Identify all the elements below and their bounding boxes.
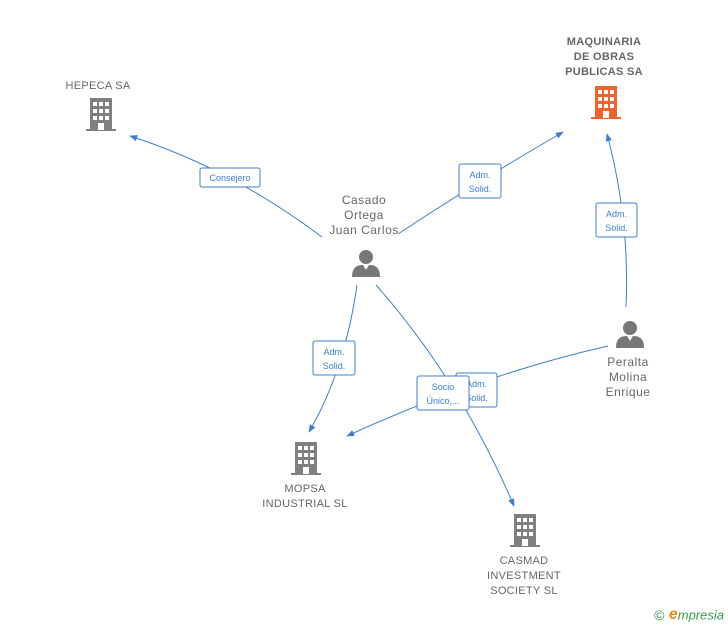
edge-label-adm-solid-casado-mopsa[interactable]: Adm. Solid. bbox=[312, 340, 356, 376]
node-label: SOCIETY SL bbox=[490, 585, 558, 597]
edge-label-text: Socio bbox=[432, 382, 455, 392]
edge-label-adm-solid-casado-maquinaria[interactable]: Adm. Solid. bbox=[458, 163, 502, 199]
empresia-logo[interactable]: © empresia bbox=[654, 606, 724, 624]
edge-label-text: Adm. bbox=[606, 209, 627, 219]
edge-label-text: Consejero bbox=[209, 173, 250, 183]
node-hepeca[interactable]: HEPECA SA bbox=[65, 80, 131, 131]
building-icon bbox=[510, 514, 540, 547]
node-label: Ortega bbox=[344, 208, 384, 222]
copyright-icon: © bbox=[654, 606, 665, 623]
edge-label-text: Adm. bbox=[469, 170, 490, 180]
edge-label-text: Único,... bbox=[426, 396, 459, 406]
edge-label-text: Solid. bbox=[323, 361, 346, 371]
person-icon bbox=[352, 250, 380, 277]
edge-label-text: Solid. bbox=[605, 223, 628, 233]
node-label: PUBLICAS SA bbox=[565, 66, 643, 78]
edge-label-text: Adm. bbox=[466, 379, 487, 389]
edges bbox=[129, 131, 628, 507]
edge-label-text: Solid. bbox=[465, 393, 488, 403]
building-icon bbox=[591, 86, 621, 119]
edge-label-text: Solid. bbox=[469, 184, 492, 194]
edge-label-text: Adm. bbox=[323, 347, 344, 357]
node-label: MAQUINARIA bbox=[567, 36, 642, 48]
brand-name: mpresia bbox=[677, 607, 724, 623]
edge-label-socio-unico[interactable]: Socio Único,... bbox=[416, 375, 470, 411]
node-label: Juan Carlos bbox=[329, 223, 399, 237]
node-maquinaria[interactable]: MAQUINARIA DE OBRAS PUBLICAS SA bbox=[565, 36, 643, 119]
node-label: DE OBRAS bbox=[574, 51, 634, 63]
building-icon bbox=[291, 442, 321, 475]
node-label: CASMAD bbox=[500, 555, 549, 567]
node-label: Casado bbox=[342, 193, 386, 207]
building-icon bbox=[86, 98, 116, 131]
edge-label-consejero[interactable]: Consejero bbox=[199, 167, 261, 188]
person-icon bbox=[616, 321, 644, 348]
node-label: Peralta bbox=[607, 355, 649, 369]
node-label: Enrique bbox=[606, 385, 651, 399]
node-label: Molina bbox=[609, 370, 647, 384]
node-mopsa[interactable]: MOPSA INDUSTRIAL SL bbox=[262, 442, 347, 510]
node-casado[interactable]: Casado Ortega Juan Carlos bbox=[329, 193, 399, 277]
node-peralta[interactable]: Peralta Molina Enrique bbox=[606, 321, 651, 399]
node-casmad[interactable]: CASMAD INVESTMENT SOCIETY SL bbox=[487, 514, 561, 597]
node-label: HEPECA SA bbox=[65, 80, 130, 92]
brand-e: e bbox=[668, 605, 678, 623]
node-label: MOPSA bbox=[284, 483, 326, 495]
node-label: INVESTMENT bbox=[487, 570, 561, 582]
edge-label-adm-solid-peralta-maquinaria[interactable]: Adm. Solid. bbox=[595, 202, 638, 238]
node-label: INDUSTRIAL SL bbox=[262, 498, 347, 510]
